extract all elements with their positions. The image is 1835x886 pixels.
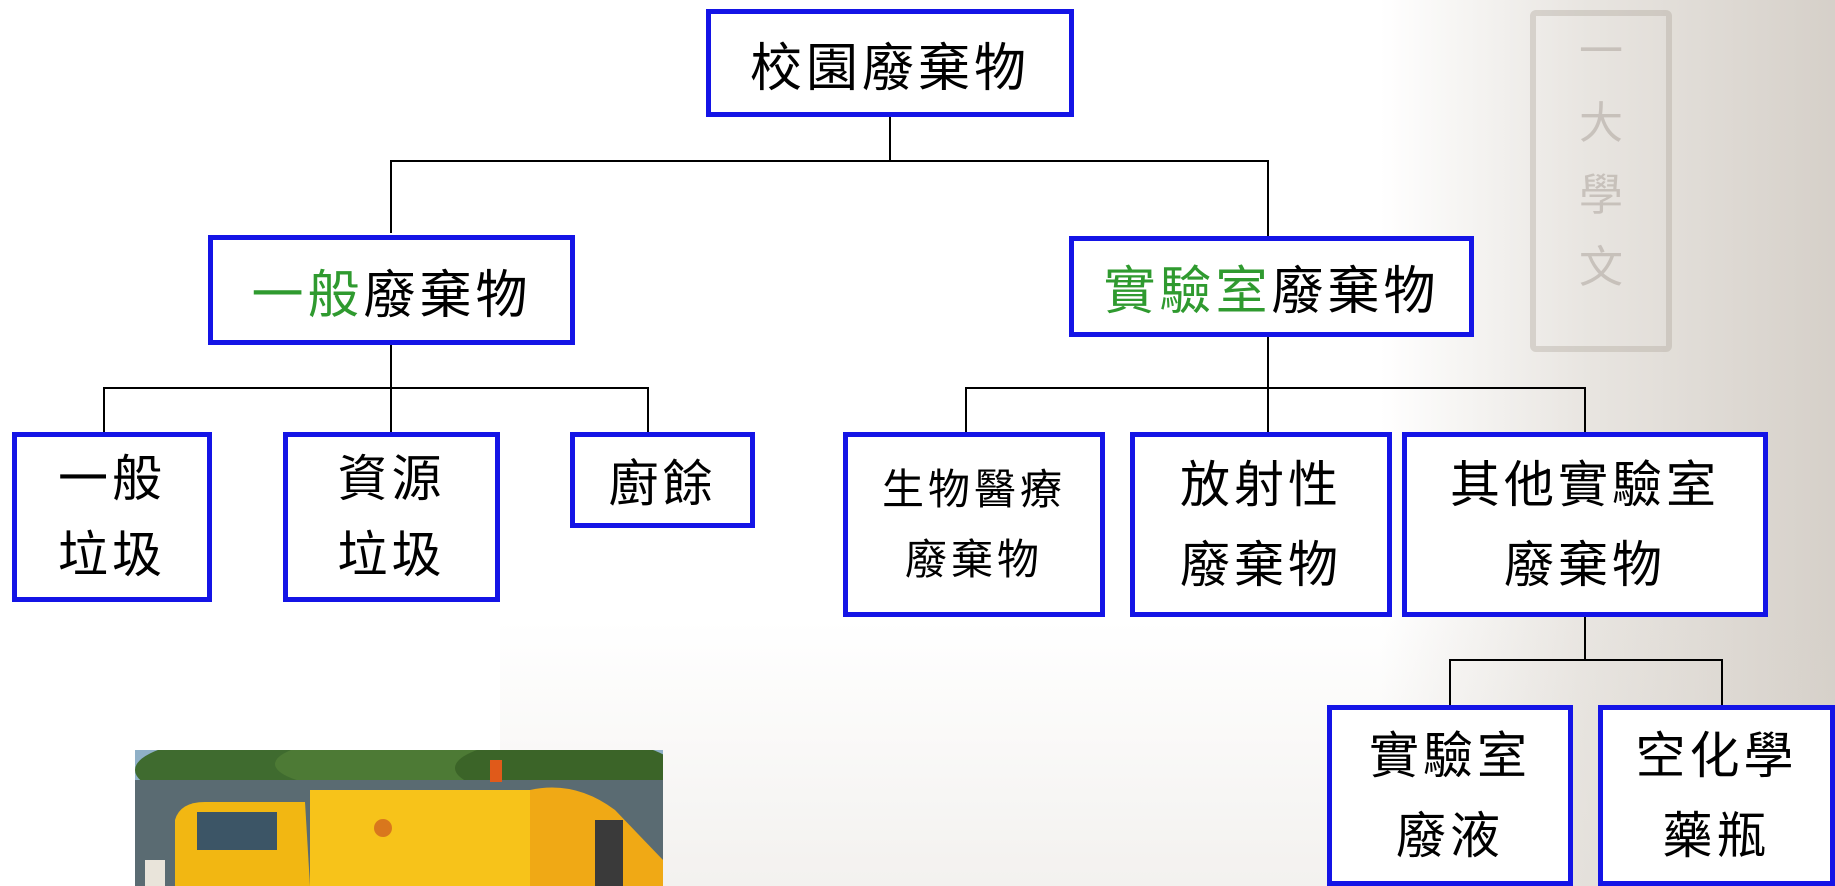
connector-general-bar	[103, 387, 649, 432]
garbage-truck-photo	[135, 750, 663, 886]
node-lab-liquid-waste: 實驗室 廢液	[1327, 705, 1573, 886]
node-kitchen-waste: 廚餘	[570, 432, 755, 528]
node-radioactive-waste-label: 放射性 廢棄物	[1180, 455, 1342, 594]
node-biomedical-waste: 生物醫療 廢棄物	[843, 432, 1105, 617]
node-other-lab-waste-label: 其他實驗室 廢棄物	[1450, 455, 1720, 594]
node-empty-chemical-bottles-label: 空化學 藥瓶	[1635, 726, 1798, 865]
node-kitchen-waste-label: 廚餘	[608, 455, 717, 513]
node-general-garbage: 一般 垃圾	[12, 432, 212, 602]
node-radioactive-waste: 放射性 廢棄物	[1130, 432, 1392, 617]
node-biomedical-waste-label: 生物醫療 廢棄物	[881, 464, 1066, 584]
node-lab-waste-label: 實驗室廢棄物	[1103, 249, 1439, 324]
connector-level1-bar	[390, 160, 1269, 236]
node-lab-waste: 實驗室廢棄物	[1069, 236, 1474, 337]
node-root: 校園廢棄物	[706, 9, 1074, 117]
background-plaque: 一大學文	[1530, 10, 1672, 352]
node-general-waste-label: 一般廢棄物	[251, 253, 531, 328]
lab-rest: 廢棄物	[1271, 262, 1440, 322]
node-root-label: 校園廢棄物	[749, 38, 1030, 99]
node-general-waste: 一般廢棄物	[208, 235, 575, 345]
node-empty-chemical-bottles: 空化學 藥瓶	[1598, 705, 1835, 886]
general-rest: 廢棄物	[363, 265, 532, 326]
general-highlight: 一般	[251, 265, 364, 326]
node-recycle-garbage: 資源 垃圾	[283, 432, 500, 602]
connector-lab-bar	[965, 387, 1586, 432]
node-general-garbage-label: 一般 垃圾	[58, 450, 166, 584]
lab-highlight: 實驗室	[1103, 262, 1272, 322]
connector-otherlab-bar	[1449, 659, 1723, 705]
node-lab-liquid-waste-label: 實驗室 廢液	[1369, 726, 1531, 865]
node-other-lab-waste: 其他實驗室 廢棄物	[1402, 432, 1768, 617]
node-recycle-garbage-label: 資源 垃圾	[337, 450, 446, 584]
